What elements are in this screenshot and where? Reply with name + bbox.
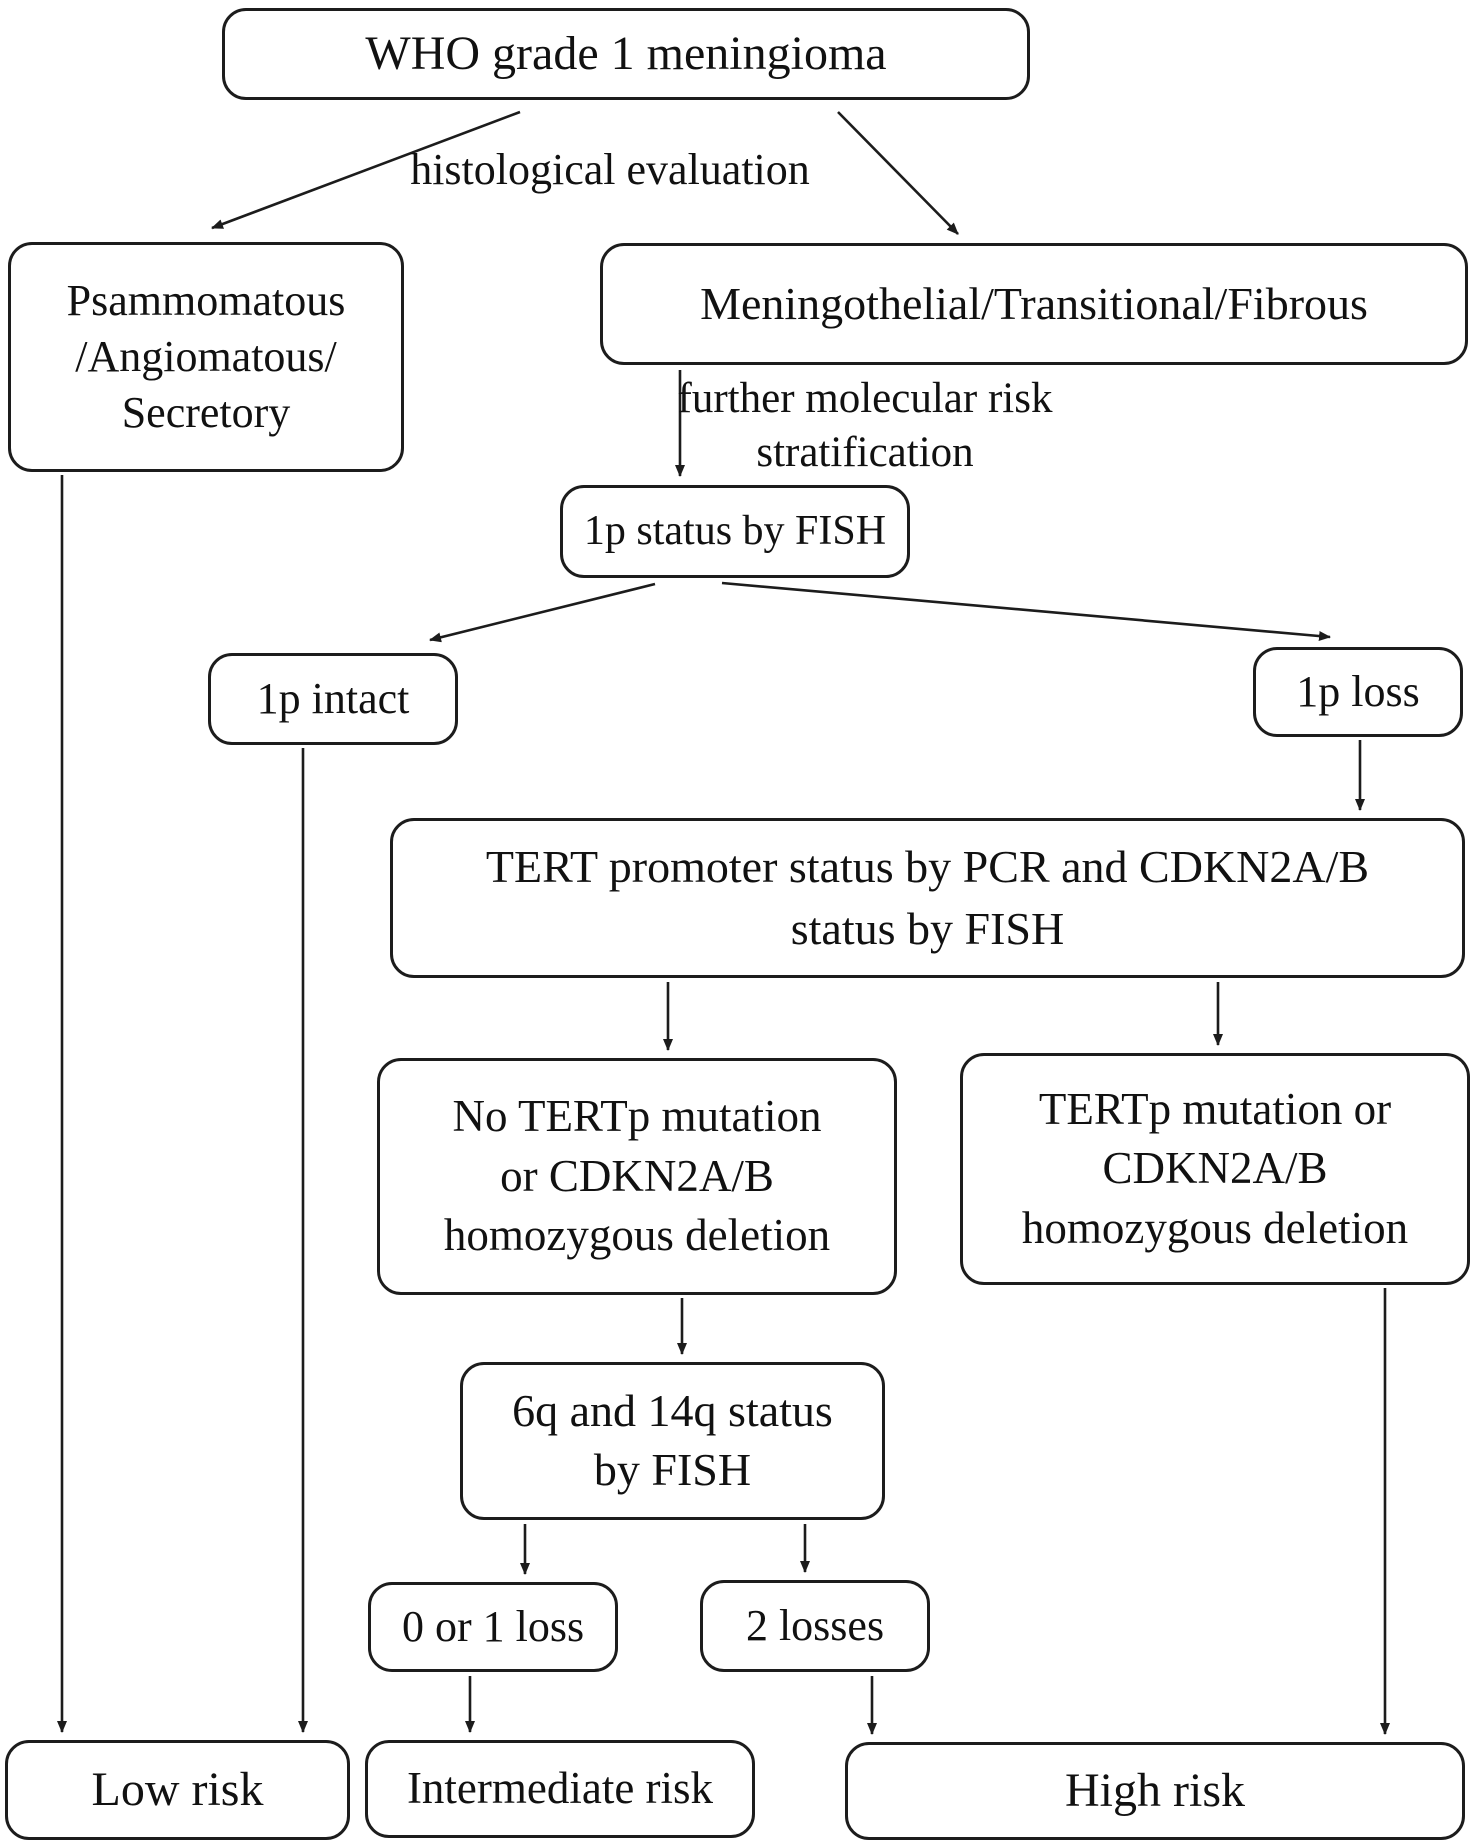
node-6q-14q-status-by-fish: 6q and 14q status by FISH [460,1362,885,1520]
edge-label-further-molecular-risk-stratification: further molecular risk stratification [677,375,1053,476]
node-line: homozygous deletion [443,1210,831,1261]
node-label: 1p loss [1296,666,1420,716]
node-line: homozygous deletion [1021,1202,1409,1253]
edge-label-histological-evaluation: histological evaluation [410,145,810,194]
arrow-1p-status-to-1p-loss [721,581,1331,642]
node-line: /Angiomatous/ [75,331,337,381]
node-intermediate-risk: Intermediate risk [365,1740,755,1838]
node-no-tertp-mutation-or-cdkn2ab-deletion: No TERTp mutation or CDKN2A/B homozygous… [377,1058,897,1295]
node-label: 0 or 1 loss [401,1601,585,1651]
node-label: 1p status by FISH [583,507,887,554]
node-label: Meningothelial/Transitional/Fibrous [700,277,1368,329]
node-tertp-mutation-or-cdkn2ab-deletion: TERTp mutation or CDKN2A/B homozygous de… [960,1053,1470,1285]
node-line: CDKN2A/B [1102,1143,1328,1194]
node-psammomatous-angiomatous-secretory: Psammomatous /Angiomatous/ Secretory [8,242,404,472]
arrow-1p-status-to-1p-intact [429,582,656,643]
node-line: No TERTp mutation [452,1091,822,1142]
arrow-who-to-meningothelial [837,111,959,235]
node-1p-status-by-fish: 1p status by FISH [560,485,910,578]
arrow-who-to-psammomatous [211,110,521,230]
node-0-or-1-loss: 0 or 1 loss [368,1582,618,1672]
node-label: 2 losses [745,1600,885,1650]
node-line: status by FISH [790,903,1065,954]
node-2-losses: 2 losses [700,1580,930,1672]
node-1p-loss: 1p loss [1253,647,1463,737]
node-who-grade-1-meningioma: WHO grade 1 meningioma [222,8,1030,100]
node-line: Secretory [121,388,291,438]
node-label: 1p intact [256,673,410,723]
node-line: or CDKN2A/B [500,1150,774,1201]
node-tert-promoter-cdkn2ab-status: TERT promoter status by PCR and CDKN2A/B… [390,818,1465,978]
node-1p-intact: 1p intact [208,653,458,745]
node-label: High risk [1065,1764,1245,1818]
node-line: TERT promoter status by PCR and CDKN2A/B [485,840,1370,892]
node-low-risk: Low risk [5,1740,350,1840]
node-line: TERTp mutation or [1038,1083,1392,1134]
node-high-risk: High risk [845,1742,1465,1840]
node-line: Psammomatous [66,275,346,325]
node-label: Intermediate risk [406,1763,714,1814]
node-label: Low risk [91,1763,264,1817]
node-line: 6q and 14q status [512,1385,833,1437]
node-line: by FISH [593,1444,752,1495]
node-meningothelial-transitional-fibrous: Meningothelial/Transitional/Fibrous [600,243,1468,365]
node-label: WHO grade 1 meningioma [365,27,887,81]
